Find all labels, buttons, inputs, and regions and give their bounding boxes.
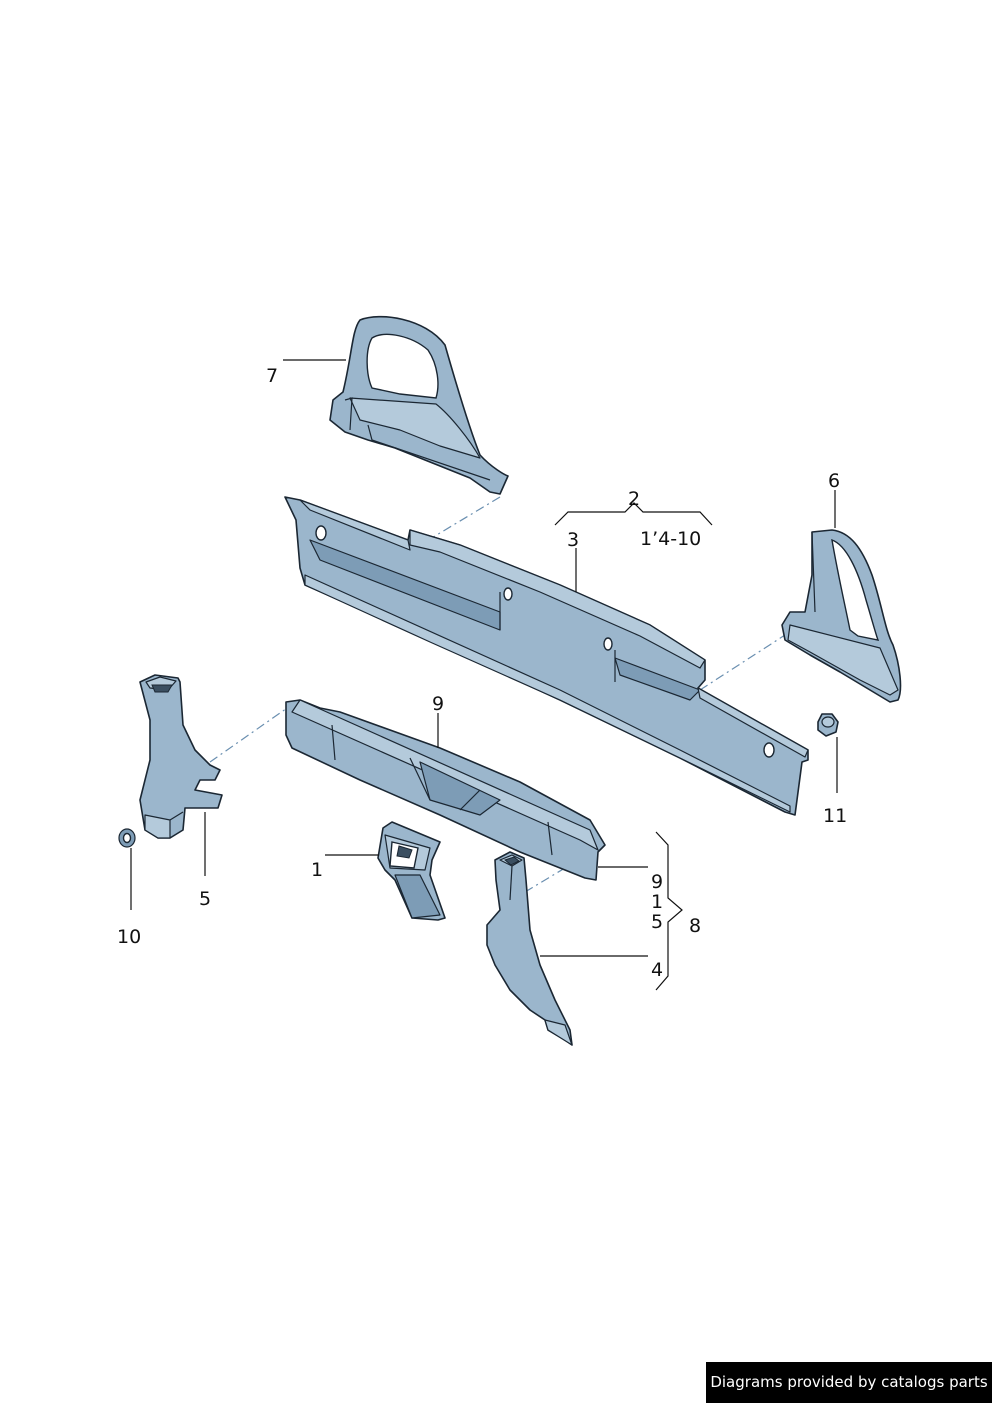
callout-8: 8: [689, 915, 701, 937]
part-10-washer: [118, 828, 136, 848]
part-1-small-bracket: [377, 821, 446, 921]
part-11-clip-nut: [817, 713, 839, 737]
part-9-lower-rail: [285, 699, 606, 881]
assembly-axis-5-9: [209, 705, 291, 763]
group8-item-4: 4: [651, 959, 663, 981]
group8-item-9: 9: [651, 871, 663, 893]
group8-item-1: 1: [651, 891, 663, 913]
part-4-lower-bracket: [486, 851, 573, 1046]
part-5-left-bracket: [139, 674, 223, 839]
assembly-axis-3-6: [699, 634, 786, 691]
rail-hole-mid1: [503, 587, 513, 601]
part-7-side-panel: [329, 315, 509, 495]
callout-3: 3: [567, 529, 579, 551]
callout-2: 2: [628, 488, 640, 510]
credit-banner: Diagrams provided by catalogs parts: [706, 1362, 992, 1403]
callout-1: 1: [311, 859, 323, 881]
rail-hole-left: [315, 525, 327, 541]
callout-9: 9: [432, 693, 444, 715]
callout-2-subtext: 1’4-10: [640, 528, 701, 550]
callout-5: 5: [199, 888, 211, 910]
brace-8: [655, 831, 683, 991]
rail-hole-right: [763, 742, 775, 758]
callout-7: 7: [266, 365, 278, 387]
part-3-main-rail: [284, 496, 809, 816]
callout-10: 10: [117, 926, 141, 948]
group8-item-5: 5: [651, 911, 663, 933]
callout-11: 11: [823, 805, 847, 827]
callout-6: 6: [828, 470, 840, 492]
part-6-side-panel: [781, 529, 902, 703]
bracket-2: [554, 502, 713, 526]
rail-hole-mid2: [603, 637, 613, 651]
